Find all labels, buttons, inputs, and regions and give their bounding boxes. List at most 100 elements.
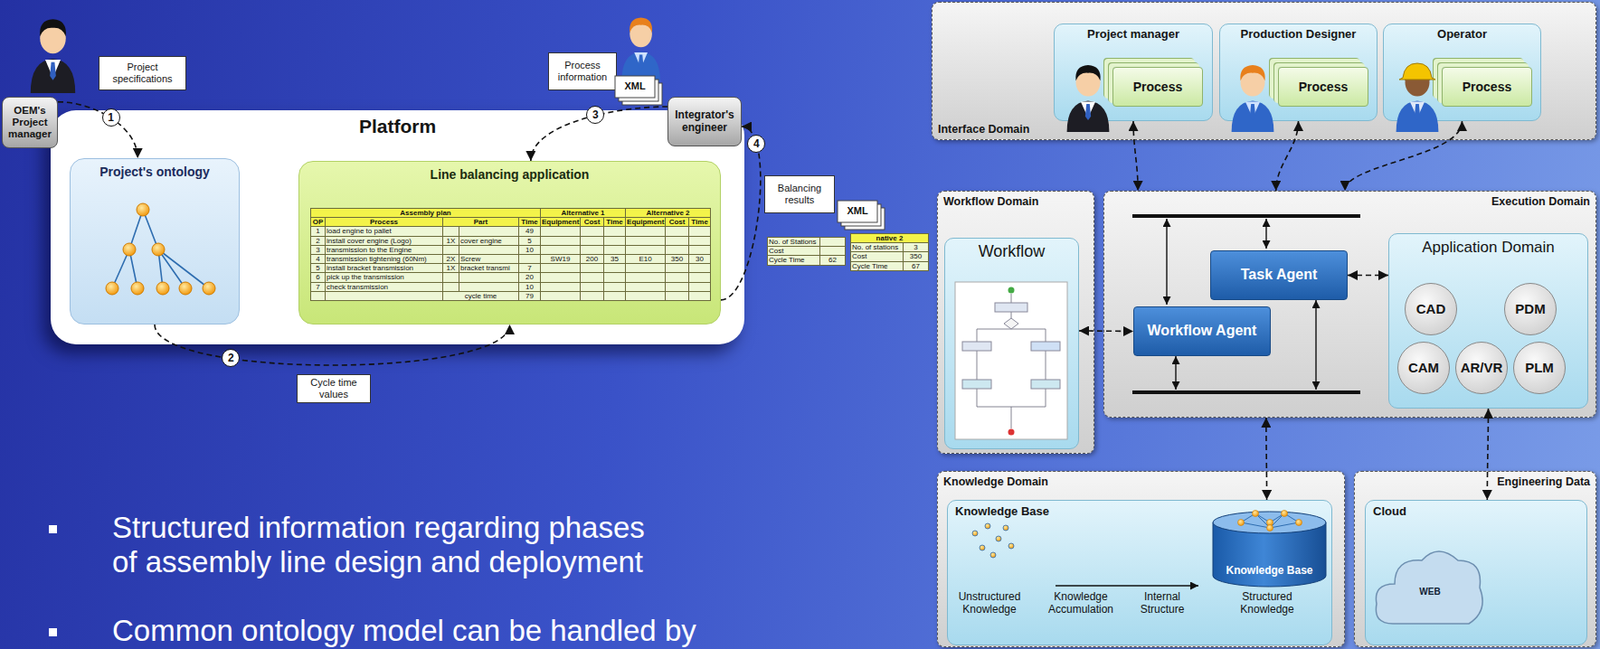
table-text: Cycle Time — [852, 262, 902, 271]
dashed-connector — [1344, 121, 1462, 191]
results-table-part-part: Cost350 — [851, 252, 929, 262]
table-cell — [443, 245, 460, 255]
table-cell — [820, 237, 846, 247]
ontology-tree-part-part — [123, 243, 136, 256]
table-text: pick up the transmission — [326, 273, 442, 282]
xml-document-part — [844, 208, 885, 230]
node-text: Platform — [359, 115, 436, 138]
xml-document-part — [622, 83, 663, 105]
xml-tag-box: XML — [837, 205, 878, 218]
table-cell — [665, 273, 690, 283]
table-text: 3 — [904, 243, 928, 252]
table-cell — [689, 227, 711, 237]
table-text: Time — [520, 217, 540, 227]
table-cell: 20 — [519, 273, 541, 283]
table-cell: 2X — [443, 254, 460, 264]
domain-panel: Workflow DomainWorkflow — [937, 190, 1095, 455]
table-cell — [540, 264, 581, 274]
knowledge-dots — [972, 523, 1014, 559]
knowledge-label-box: Internal Structure — [1129, 591, 1195, 617]
node-text: Engineering Data — [1496, 475, 1591, 489]
table-cell: bracket transmi — [459, 264, 520, 274]
knowledge-network — [1238, 511, 1303, 532]
bus-arrow-part — [1165, 218, 1167, 305]
role-box: Production DesignerProcess — [1219, 23, 1378, 122]
table-cell — [580, 273, 605, 283]
callout-number-box: 3 — [586, 105, 605, 124]
table-text: Alternative 2 — [626, 208, 710, 218]
knowledge-network-part-part — [1267, 520, 1274, 527]
table-cell: 5 — [311, 264, 326, 274]
node-text: Knowledge Base — [1225, 565, 1313, 578]
workflow-chart-part-part — [976, 293, 1046, 429]
knowledge-network-part — [1240, 513, 1299, 529]
workflow-chart-part — [976, 293, 1046, 429]
table-cell: cover engine — [459, 236, 520, 246]
node-text: Cycle time values — [299, 377, 369, 400]
table-cell — [604, 227, 626, 237]
table-cell — [604, 273, 626, 283]
table-text: 5 — [312, 264, 324, 273]
dashed-connector — [1347, 274, 1389, 277]
table-cell — [459, 273, 520, 283]
table-cell — [665, 264, 690, 274]
assembly-plan-table-part-part: cycle time79 — [311, 291, 711, 301]
dashed-connector — [1079, 330, 1134, 332]
node-text: Knowledge Base — [955, 505, 1050, 520]
tool-circle: PDM — [1504, 283, 1557, 336]
results-table: No. of StationsCostCycle Time62 — [766, 236, 846, 266]
knowledge-dots-part — [984, 523, 991, 530]
node-text: Process information — [550, 59, 615, 83]
table-cell — [665, 236, 690, 246]
dashed-connector — [57, 102, 138, 159]
results-table-part: No. of StationsCostCycle Time62 — [767, 237, 846, 266]
table-cell — [625, 282, 666, 292]
table-cell — [689, 245, 711, 255]
bullet-text: Structured information regarding phases … — [112, 511, 666, 580]
ontology-tree — [105, 203, 216, 295]
table-cell: Cost — [580, 217, 605, 228]
table-cell — [604, 282, 626, 292]
table-text: install bracket transmission — [326, 264, 442, 273]
table-text: transmission to the Engine — [326, 246, 442, 255]
assembly-plan-table-part-part: 5install bracket transmission1Xbracket t… — [311, 264, 711, 274]
table-cell: 10 — [519, 282, 541, 292]
table-cell — [540, 273, 581, 283]
table-cell: 4 — [311, 254, 326, 264]
table-cell — [580, 264, 605, 274]
table-text: 20 — [520, 273, 540, 282]
bullet-text-box: Common ontology model can be handled by — [112, 614, 746, 649]
table-text: 30 — [690, 255, 710, 264]
person-icon-part — [1067, 65, 1110, 133]
table-cell: No. of stations — [851, 243, 904, 253]
node-text: Interface Domain — [937, 123, 1030, 136]
role-box: OperatorProcess — [1382, 23, 1542, 122]
table-text: 5 — [520, 236, 540, 246]
table-cell: Part — [443, 217, 520, 228]
workflow-chart-part — [994, 302, 1028, 313]
table-cell: Alternative 1 — [540, 208, 626, 218]
bullet-mark-part — [48, 525, 57, 534]
knowledge-network-part-part — [1267, 525, 1274, 532]
table-cell — [689, 291, 711, 301]
table-text: Assembly plan — [312, 208, 540, 218]
table-text: 350 — [904, 252, 928, 261]
knowledge-network-part-part — [1238, 520, 1245, 527]
table-cell: 5 — [519, 236, 541, 246]
table-text: Time — [690, 217, 710, 227]
table-cell — [580, 245, 605, 255]
table-text: E10 — [626, 255, 664, 264]
person-icon-part — [30, 18, 76, 94]
person-icon-part — [1396, 65, 1440, 133]
table-cell — [540, 245, 581, 255]
table-text: Equipment — [626, 217, 664, 227]
callout-number: 1 — [102, 108, 121, 127]
knowledge-dots-part — [979, 545, 985, 551]
node-text: OEM's Project manager — [4, 104, 56, 142]
node-text: Process — [1133, 79, 1183, 95]
table-cell — [519, 254, 541, 264]
node-text: AR/VR — [1460, 359, 1504, 376]
table-cell — [689, 236, 711, 246]
table-cell — [443, 282, 460, 292]
